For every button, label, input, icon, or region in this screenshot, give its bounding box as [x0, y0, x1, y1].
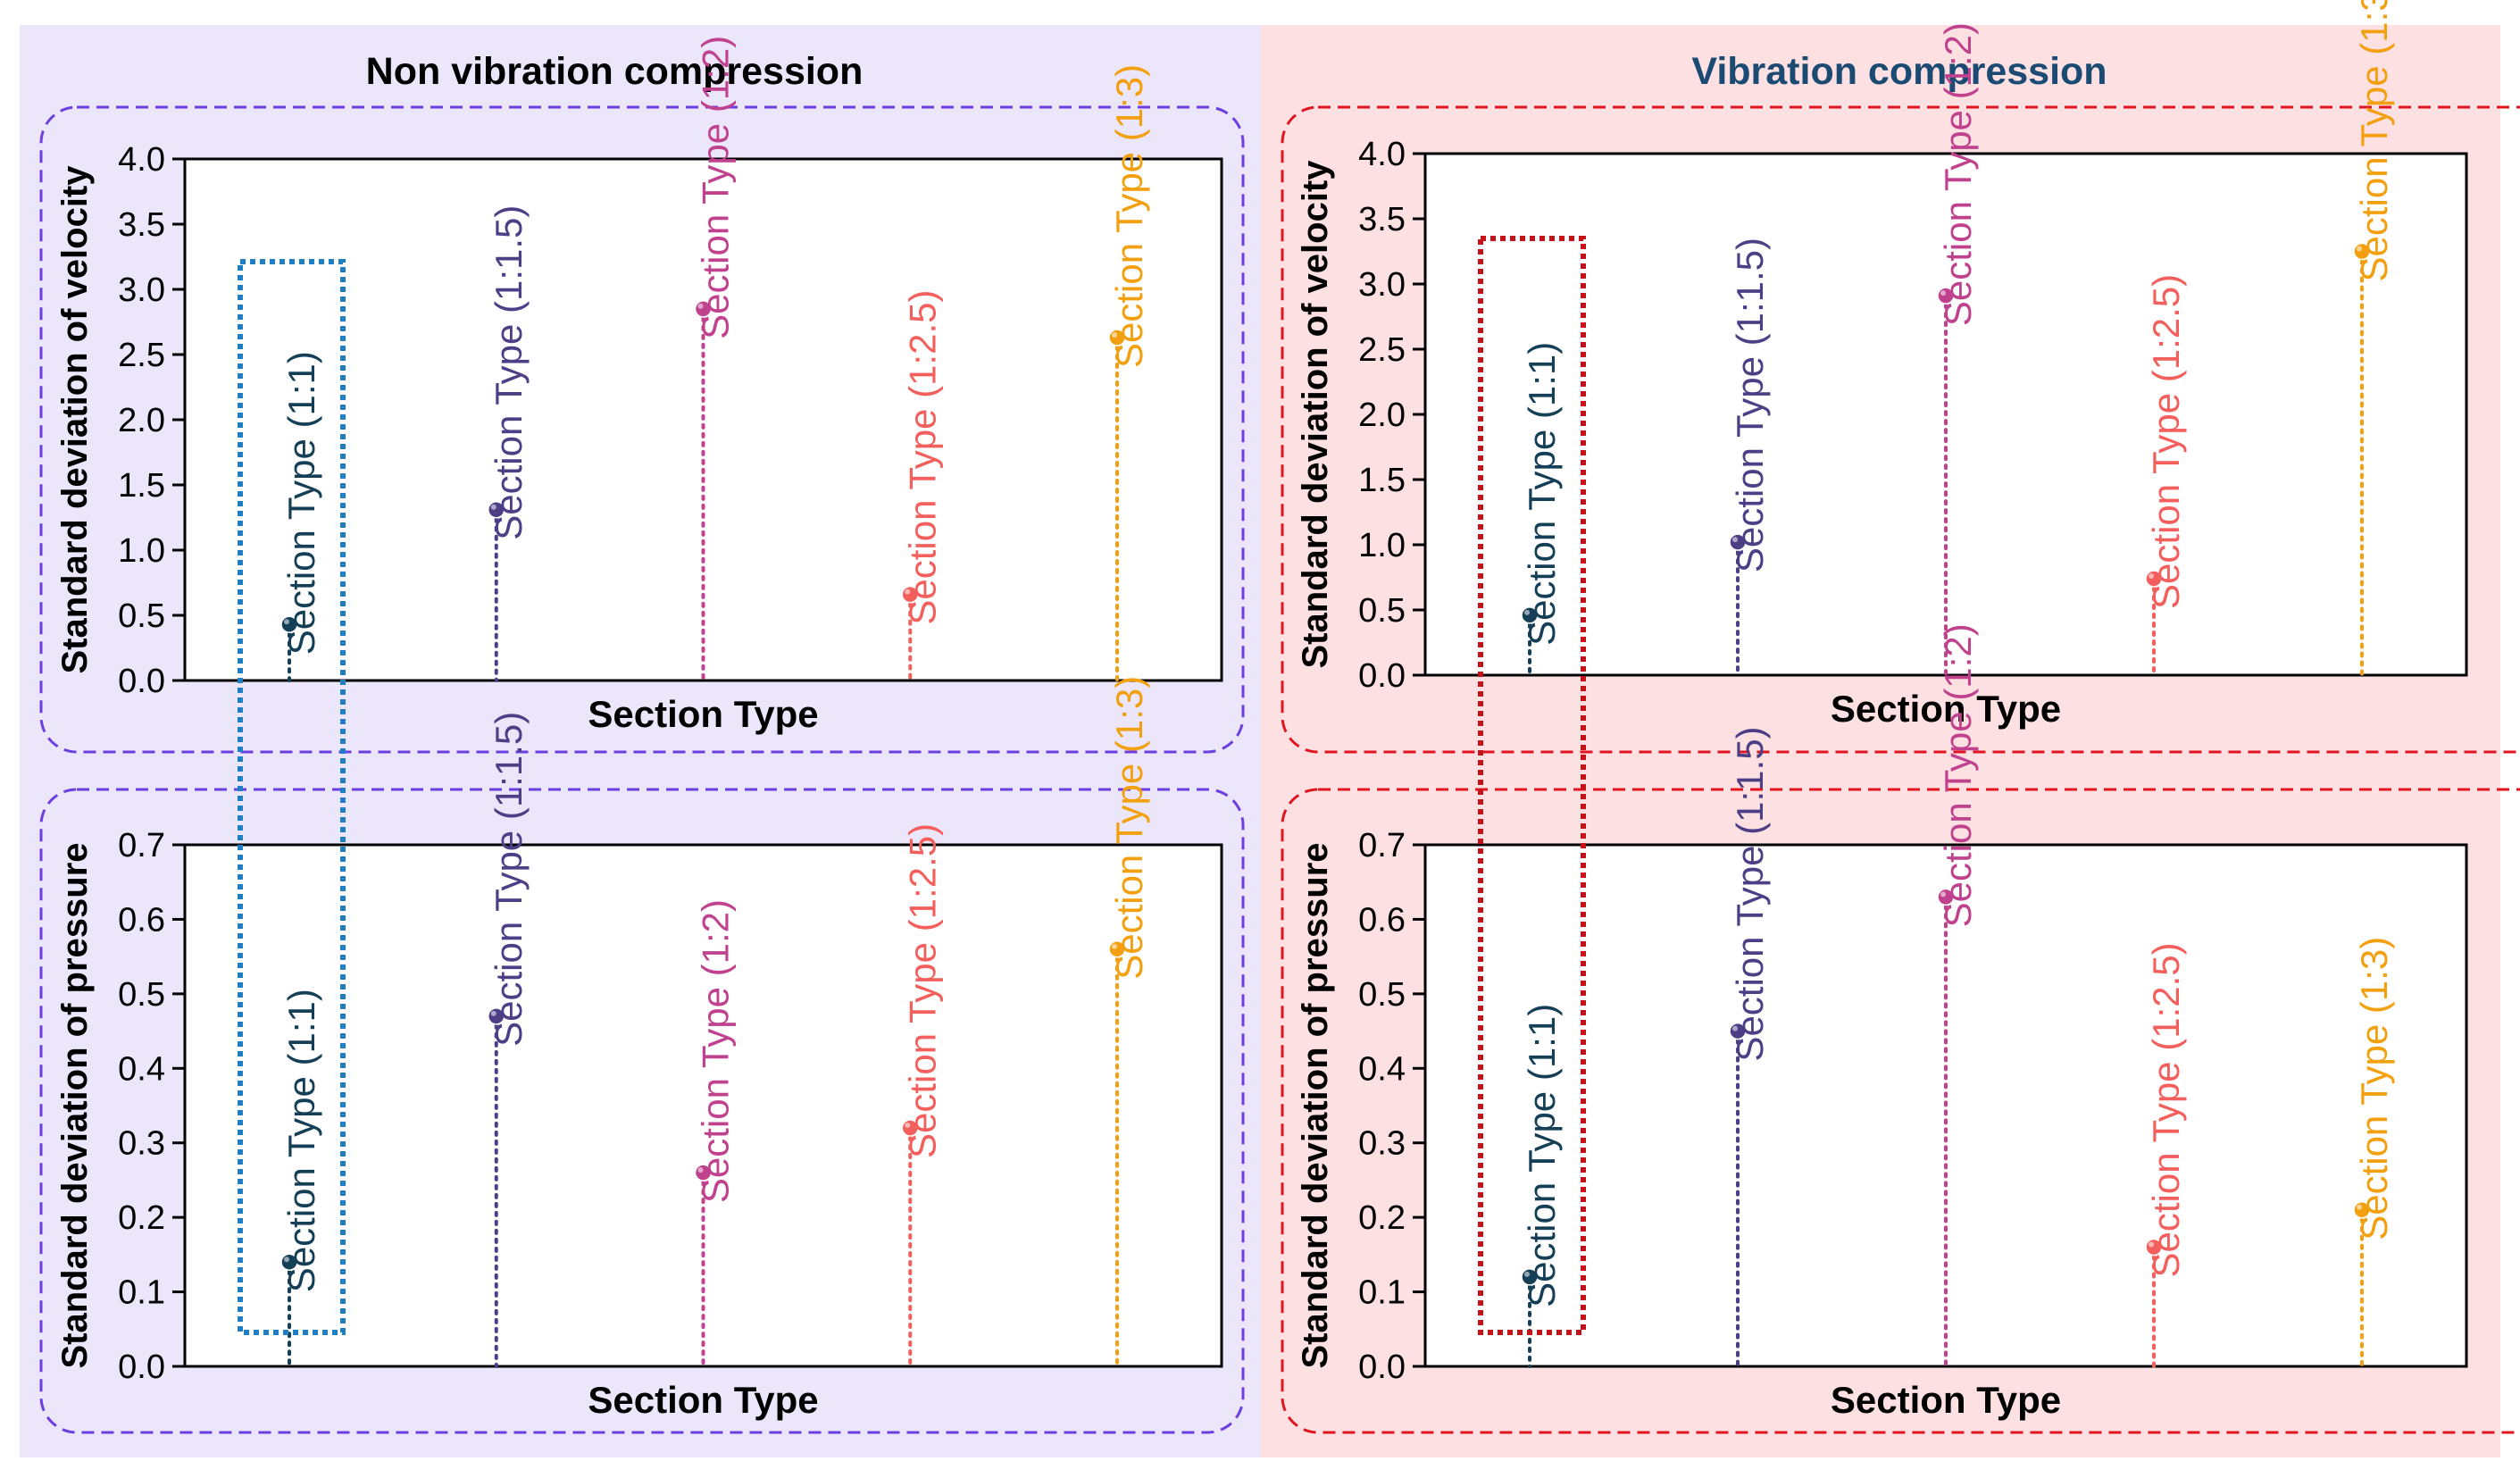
y-tick-label: 0.7	[1358, 827, 1406, 864]
chart-frame	[39, 105, 1245, 754]
data-point-highlight	[697, 1167, 704, 1173]
chart-frame	[1281, 105, 2520, 754]
data-point-highlight	[1732, 1025, 1738, 1031]
x-axis-label: Section Type	[1831, 688, 2061, 730]
y-tick-label: 0.2	[1358, 1199, 1406, 1237]
category-label: Section Type (1:1.5)	[1729, 726, 1771, 1061]
right-panel-title: Vibration compression	[1691, 50, 2107, 93]
category-label: Section Type (1:2.5)	[2145, 274, 2187, 609]
left-panel-title: Non vibration compression	[366, 50, 864, 93]
y-tick-label: 4.0	[1358, 136, 1406, 173]
y-tick-label: 0.0	[118, 1349, 165, 1386]
y-tick-label: 0.5	[1358, 976, 1406, 1014]
y-tick-label: 3.5	[1358, 201, 1406, 238]
data-point-highlight	[284, 1257, 289, 1263]
y-tick-label: 0.1	[1358, 1274, 1406, 1312]
chart-frame	[39, 788, 1245, 1434]
category-label: Section Type (1:1)	[280, 989, 322, 1292]
y-axis-label: Standard deviation of velocity	[1296, 160, 1335, 669]
y-tick-label: 0.0	[118, 663, 165, 700]
y-tick-label: 0.2	[118, 1199, 165, 1237]
y-tick-label: 0.1	[118, 1274, 165, 1312]
category-label: Section Type (1:1)	[280, 351, 322, 655]
data-point-highlight	[284, 619, 289, 625]
category-label: Section Type (1:2)	[1937, 623, 1979, 927]
highlight-box	[1478, 236, 1586, 1335]
y-tick-label: 0.3	[1358, 1125, 1406, 1163]
category-label: Section Type (1:1)	[1521, 342, 1563, 646]
category-label: Section Type (1:3)	[2353, 937, 2395, 1240]
y-axis-label: Standard deviation of velocity	[55, 165, 95, 674]
data-point-highlight	[697, 303, 704, 309]
y-tick-label: 0.0	[1358, 1349, 1406, 1386]
category-label: Section Type (1:1.5)	[488, 712, 530, 1047]
chart-3: 0.0 0.1 0.2 0.3 0.4 0.5 0.6 0.7 Standard deviati…	[1281, 623, 2520, 1434]
y-tick-label: 2.0	[118, 402, 165, 439]
data-point-highlight	[905, 589, 911, 595]
data-point-highlight	[2357, 246, 2362, 252]
data-point-highlight	[2149, 1241, 2154, 1248]
y-tick-label: 0.7	[118, 827, 165, 864]
category-label: Section Type (1:3)	[1108, 64, 1150, 368]
category-label: Section Type (1:2)	[695, 36, 737, 339]
y-tick-label: 3.0	[1358, 266, 1406, 304]
data-point-highlight	[1940, 290, 1946, 296]
y-axis-label: Standard deviation of pressure	[55, 842, 95, 1368]
category-label: Section Type (1:2)	[1937, 22, 1979, 326]
x-axis-label: Section Type	[588, 693, 818, 735]
y-tick-label: 0.6	[118, 901, 165, 939]
category-label: Section Type (1:2)	[695, 899, 737, 1203]
category-label: Section Type (1:2.5)	[901, 823, 943, 1158]
category-label: Section Type (1:2.5)	[2145, 942, 2187, 1277]
y-tick-label: 0.4	[1358, 1050, 1406, 1088]
x-axis-label: Section Type	[588, 1379, 818, 1421]
y-tick-label: 0.3	[118, 1125, 165, 1163]
y-tick-label: 1.0	[118, 532, 165, 570]
y-tick-label: 0.6	[1358, 901, 1406, 939]
highlight-overlays	[238, 236, 1586, 1335]
y-tick-label: 0.4	[118, 1050, 165, 1088]
y-tick-label: 0.5	[1358, 592, 1406, 630]
y-tick-label: 1.0	[1358, 527, 1406, 564]
data-point-highlight	[1524, 1271, 1530, 1277]
y-tick-label: 2.0	[1358, 397, 1406, 434]
data-point-highlight	[2357, 1204, 2362, 1210]
data-point-highlight	[905, 1123, 911, 1129]
data-point-highlight	[1112, 943, 1117, 949]
data-point-highlight	[490, 504, 496, 510]
category-label: Section Type (1:3)	[2353, 0, 2395, 282]
data-point-highlight	[1524, 609, 1530, 615]
y-tick-label: 0.5	[118, 597, 165, 635]
y-tick-label: 4.0	[118, 141, 165, 179]
category-label: Section Type (1:3)	[1108, 676, 1150, 980]
y-tick-label: 0.0	[1358, 657, 1406, 695]
y-tick-label: 1.5	[1358, 462, 1406, 499]
data-point-highlight	[1940, 891, 1946, 898]
y-tick-label: 1.5	[118, 467, 165, 505]
y-tick-label: 3.0	[118, 271, 165, 309]
data-point-highlight	[2149, 572, 2154, 579]
y-tick-label: 3.5	[118, 206, 165, 244]
y-tick-label: 2.5	[118, 337, 165, 374]
data-point-highlight	[1112, 332, 1117, 338]
category-label: Section Type (1:1.5)	[488, 205, 530, 540]
category-label: Section Type (1:2.5)	[901, 290, 943, 625]
y-axis-label: Standard deviation of pressure	[1296, 842, 1335, 1368]
y-tick-label: 2.5	[1358, 331, 1406, 369]
data-point-highlight	[490, 1010, 496, 1016]
category-label: Section Type (1:1)	[1521, 1004, 1563, 1307]
y-tick-label: 0.5	[118, 976, 165, 1014]
highlight-box	[238, 259, 346, 1335]
data-point-highlight	[1732, 537, 1738, 543]
category-label: Section Type (1:1.5)	[1729, 238, 1771, 572]
chart-2: 0.0 0.1 0.2 0.3 0.4 0.5 0.6 0.7 Standard deviati…	[39, 676, 1245, 1434]
chart-frame	[1281, 788, 2520, 1434]
x-axis-label: Section Type	[1831, 1379, 2061, 1421]
